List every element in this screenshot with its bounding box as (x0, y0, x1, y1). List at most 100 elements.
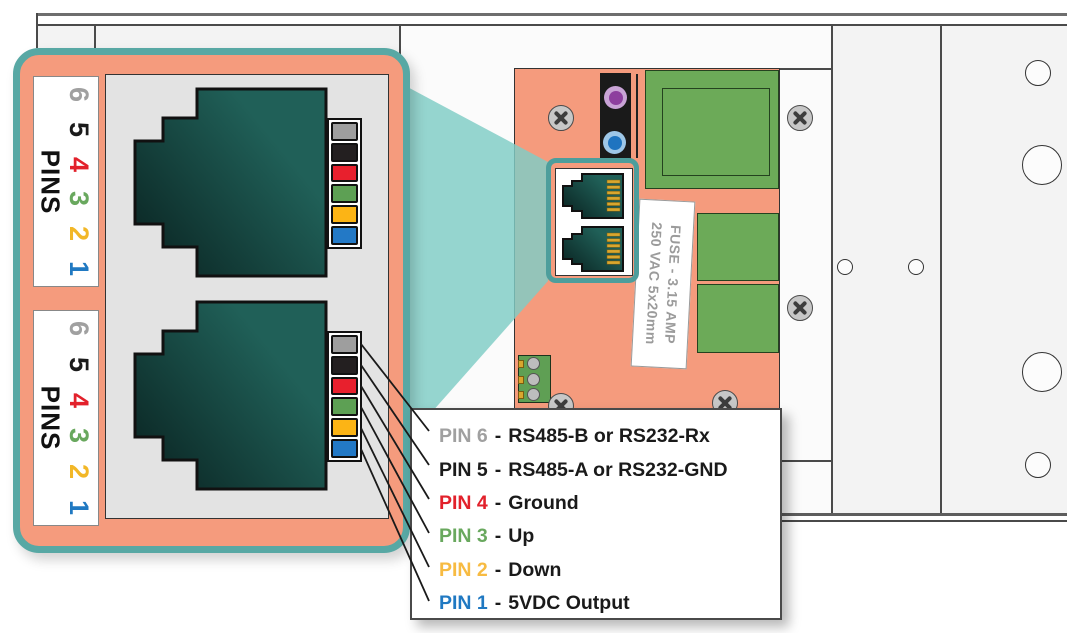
pin-number-1: 1 (64, 260, 95, 276)
panel-divider-mid (831, 25, 833, 514)
transformer-inner-outline (662, 88, 770, 176)
gold-contacts (606, 179, 621, 212)
pin4-color-swatch (331, 163, 358, 183)
legend-separator: - (494, 558, 502, 581)
legend-separator: - (494, 425, 502, 448)
pin5-color-swatch (331, 355, 358, 375)
blue-jack-icon (603, 131, 626, 154)
legend-pin-label: PIN 1 (439, 592, 488, 615)
callout-port-panel (105, 74, 389, 519)
legend-pin-label: PIN 5 (439, 458, 488, 481)
recess-top-line (780, 68, 831, 70)
pinout-legend: PIN 6 - RS485-B or RS232-Rx PIN 5 - RS48… (410, 408, 782, 620)
board-slot-line (636, 74, 638, 158)
legend-pin-desc: Down (508, 558, 562, 581)
pin6-color-swatch (331, 122, 358, 141)
legend-separator: - (494, 491, 502, 514)
audio-jack-block (600, 73, 631, 159)
pin-number-5: 5 (64, 121, 95, 137)
top-rail-thick-line (36, 13, 1067, 16)
screw-icon (787, 105, 813, 131)
pin-number-5: 5 (64, 356, 95, 372)
legend-pin-label: PIN 4 (439, 491, 488, 514)
pin1-color-swatch (331, 439, 358, 458)
transformer-component (645, 70, 779, 189)
rj11-port-bottom (562, 226, 624, 272)
pin-number-2: 2 (64, 226, 95, 242)
screw-icon (548, 105, 574, 131)
pin-number-4: 4 (64, 392, 95, 408)
rj11-jack-large-top (133, 87, 328, 278)
pin-color-column-bottom (327, 331, 362, 462)
panel-divider-right (940, 25, 942, 514)
top-rail-thin-line (36, 24, 1067, 26)
pins-label-box-top: PINS 6 5 4 3 2 1 (33, 76, 99, 287)
legend-pin-desc: 5VDC Output (508, 592, 630, 615)
pin2-color-swatch (331, 205, 358, 225)
screw-icon (787, 295, 813, 321)
panel-hole-small-bottom (1025, 452, 1051, 478)
port-highlight-box (546, 158, 639, 283)
pin-number-2: 2 (64, 464, 95, 480)
pin1-color-swatch (331, 226, 358, 245)
recess-bottom-line (780, 460, 831, 462)
legend-pin-desc: RS485-A or RS232-GND (508, 458, 728, 481)
legend-row-pin6: PIN 6 - RS485-B or RS232-Rx (439, 420, 780, 453)
pin-color-column-top (327, 118, 362, 249)
pin3-color-swatch (331, 397, 358, 417)
pin-number-3: 3 (64, 428, 95, 444)
terminal-pin (518, 360, 524, 368)
gold-contacts (606, 232, 621, 265)
strip-hole-right (908, 259, 924, 275)
pin-number-4: 4 (64, 156, 95, 172)
rj11-jack-large-bottom (133, 300, 328, 491)
pin-number-column: 6 5 4 3 2 1 (60, 315, 98, 521)
terminal-pin (518, 376, 524, 384)
legend-row-pin3: PIN 3 - Up (439, 520, 780, 553)
terminal-screw (527, 357, 540, 370)
pin-number-6: 6 (64, 86, 95, 103)
legend-row-pin5: PIN 5 - RS485-A or RS232-GND (439, 453, 780, 486)
pin-number-column: 6 5 4 3 2 1 (60, 81, 98, 282)
terminal-pin (518, 391, 524, 399)
legend-pin-label: PIN 2 (439, 558, 488, 581)
relay-component-bottom (697, 284, 779, 353)
legend-pin-label: PIN 6 (439, 425, 488, 448)
pin-number-6: 6 (64, 320, 95, 337)
pins-label-box-bottom: PINS 6 5 4 3 2 1 (33, 310, 99, 526)
terminal-block (518, 355, 551, 403)
legend-pin-label: PIN 3 (439, 525, 488, 548)
pinout-callout: PINS 6 5 4 3 2 1 PINS 6 5 4 3 2 1 (13, 48, 410, 553)
pin4-color-swatch (331, 376, 358, 396)
legend-pin-desc: Up (508, 525, 535, 548)
pin-number-1: 1 (64, 499, 95, 515)
panel-left-edge-line (36, 13, 38, 48)
pin6-color-swatch (331, 335, 358, 354)
legend-row-pin4: PIN 4 - Ground (439, 487, 780, 520)
relay-component-top (697, 213, 779, 281)
panel-hole-large-bottom (1022, 352, 1062, 392)
pin2-color-swatch (331, 418, 358, 438)
legend-row-pin1: PIN 1 - 5VDC Output (439, 587, 780, 620)
pin-number-3: 3 (64, 191, 95, 207)
pin5-color-swatch (331, 142, 358, 162)
pin3-color-swatch (331, 184, 358, 204)
panel-hole-small-top (1025, 60, 1051, 86)
legend-row-pin2: PIN 2 - Down (439, 554, 780, 587)
fuse-label: FUSE - 3.15 AMP 250 VAC 5x20mm (630, 198, 696, 370)
terminal-screw (527, 388, 540, 401)
legend-separator: - (494, 592, 502, 615)
legend-separator: - (494, 525, 502, 548)
blue-jack-center (607, 135, 622, 150)
legend-pin-desc: RS485-B or RS232-Rx (508, 425, 710, 448)
rj11-port-top (562, 173, 624, 219)
purple-jack-icon (604, 86, 627, 109)
terminal-screw (527, 373, 540, 386)
rj11-port-module (555, 168, 633, 276)
strip-hole-left (837, 259, 853, 275)
purple-jack-center (608, 90, 623, 105)
panel-tab-line (94, 25, 96, 50)
legend-separator: - (494, 458, 502, 481)
panel-hole-large-top (1022, 145, 1062, 185)
